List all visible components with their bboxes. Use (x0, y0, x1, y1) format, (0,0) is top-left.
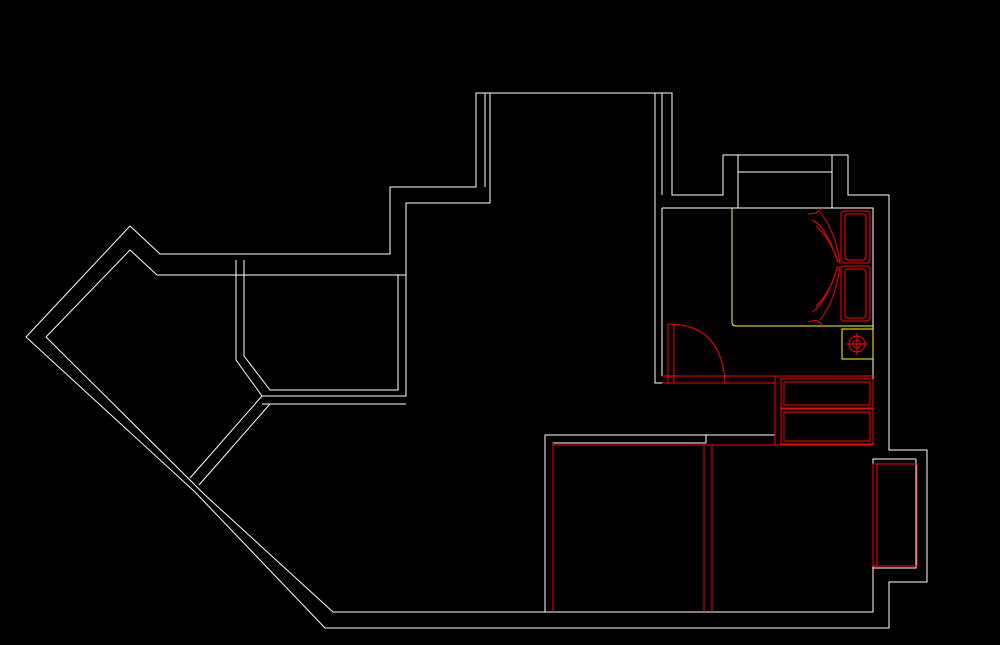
left-room-wall (235, 260, 407, 397)
inner-wall-line (204, 458, 916, 613)
inner-wall-line (45, 336, 206, 496)
bay-wall-line (737, 172, 833, 208)
inner-wall-line (45, 93, 491, 338)
blanket-fold-icon (807, 207, 841, 327)
wall-outline (25, 92, 928, 629)
bed-frame (731, 208, 873, 327)
lower-room-wall (552, 442, 706, 612)
lamp-icon (846, 333, 868, 355)
cabinet-icon (774, 376, 874, 446)
inner-wall-line (873, 459, 917, 569)
lower-room-wall (544, 434, 775, 612)
wardrobe-icon (552, 443, 873, 612)
left-room-wall (243, 260, 399, 391)
nightstand-icon (841, 328, 874, 360)
bay-wall-line (737, 155, 833, 173)
pillow-icon (840, 210, 871, 322)
left-room-wall (189, 395, 406, 486)
bedroom-wall (654, 195, 775, 384)
window-unit-icon (872, 463, 918, 567)
bed-icon (731, 208, 874, 360)
door-swing-icon (667, 323, 726, 384)
outer-wall-line (25, 92, 928, 629)
